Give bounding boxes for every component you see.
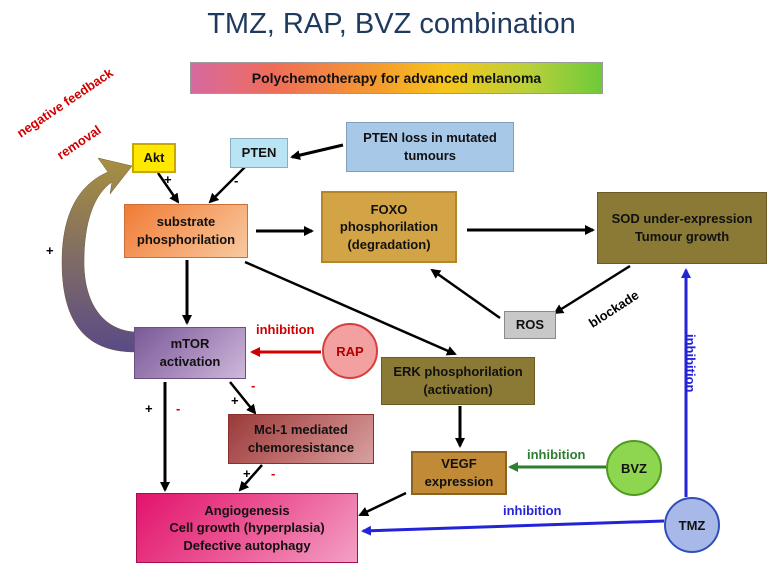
minus-pten: -: [234, 173, 239, 188]
feedback-arrow: [61, 157, 136, 353]
diagram-title: TMZ, RAP, BVZ combination: [207, 8, 576, 40]
node-substrate-phosphorilation: substrate phosphorilation: [124, 204, 248, 258]
drug-bvz-circle: BVZ: [606, 440, 662, 496]
edge-mcl-angio: [238, 464, 263, 492]
plus-mtor-angio: +: [145, 401, 153, 416]
drug-rap-circle: RAP: [322, 323, 378, 379]
node-ros: ROS: [504, 311, 556, 339]
node-akt: Akt: [132, 143, 176, 173]
node-sod: SOD under-expression Tumour growth: [597, 192, 767, 264]
minus-mcl-angio: -: [271, 466, 276, 481]
label-inhibition-rap: inhibition: [256, 322, 315, 337]
node-angiogenesis: Angiogenesis Cell growth (hyperplasia) D…: [136, 493, 358, 563]
node-foxo: FOXO phosphorilation (degradation): [321, 191, 457, 263]
label-inhibition-bvz: inhibition: [527, 447, 586, 462]
node-erk: ERK phosphorilation (activation): [381, 357, 535, 405]
label-inhibition-tmz-angio: inhibition: [503, 503, 562, 518]
edge-ros-foxo: [430, 268, 501, 320]
edge-akt-substrate: [156, 172, 180, 204]
node-pten-loss: PTEN loss in mutated tumours: [346, 122, 514, 172]
node-pten: PTEN: [230, 138, 288, 168]
node-vegf: VEGF expression: [411, 451, 507, 495]
minus-mtor-angio: -: [176, 401, 181, 416]
edge-pten-substrate: [208, 166, 246, 204]
edge-substrate-erk: [244, 260, 457, 356]
edge-sod-ros: [553, 264, 631, 315]
node-mtor: mTOR activation: [134, 327, 246, 379]
drug-tmz-circle: TMZ: [664, 497, 720, 553]
edge-ptenloss-pten: [290, 143, 344, 161]
plus-mtor-mcl: +: [231, 393, 239, 408]
edge-vegf-angio: [358, 491, 407, 517]
minus-mtor-mcl: -: [251, 378, 256, 393]
edge-tmz-angio: [361, 519, 665, 536]
label-inhibition-tmz-sod: inhibition: [683, 334, 698, 393]
plus-akt: +: [164, 172, 172, 187]
subtitle-banner: Polychemotherapy for advanced melanoma: [190, 62, 603, 94]
plus-mcl-angio: +: [243, 466, 251, 481]
node-mcl1: Mcl-1 mediated chemoresistance: [228, 414, 374, 464]
plus-feedback: +: [46, 243, 54, 258]
edge-mtor-mcl: [229, 381, 257, 415]
